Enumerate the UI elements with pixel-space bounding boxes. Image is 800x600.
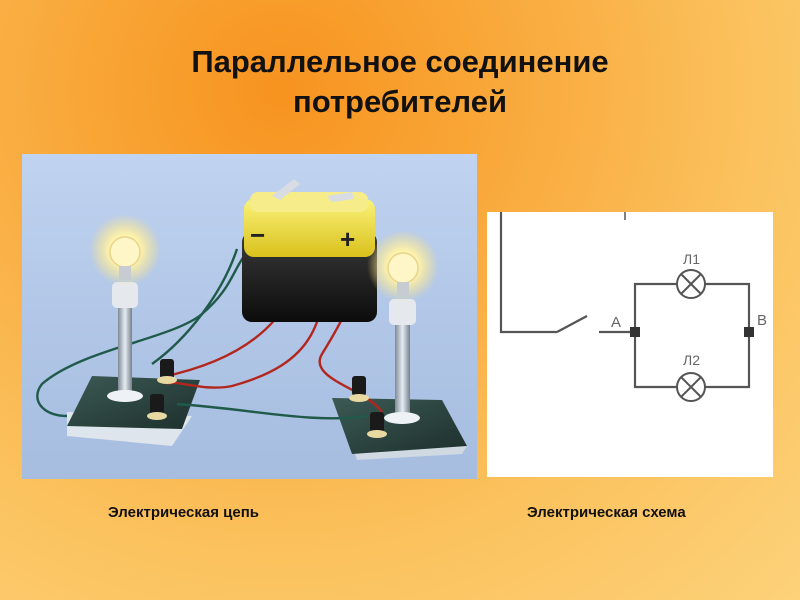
node-a-label: А xyxy=(611,314,621,331)
schematic-branch-bottom-right xyxy=(705,332,751,389)
lamp-1-label: Л1 xyxy=(683,251,700,267)
schematic-caption: Электрическая схема xyxy=(527,504,686,521)
schematic-drawing: А В Л1 Л2 xyxy=(499,212,767,402)
schematic-branch-top-right xyxy=(705,282,751,332)
schematic-branch-bottom-left xyxy=(633,332,677,389)
schematic-switch xyxy=(556,315,588,333)
battery-plus-label: + xyxy=(340,224,355,254)
schematic-branch-top-left xyxy=(633,282,677,332)
node-b-junction xyxy=(744,327,754,337)
schematic-feed-wire xyxy=(499,212,557,334)
left-lamp-base xyxy=(67,376,200,446)
right-lightbulb-icon xyxy=(387,252,419,284)
battery-minus-label: − xyxy=(250,220,265,250)
circuit-drawing: − + xyxy=(36,179,467,460)
right-lamp xyxy=(367,230,439,424)
lamp-2-symbol-icon xyxy=(676,372,706,402)
circuit-caption: Электрическая цепь xyxy=(108,504,260,521)
left-lamp xyxy=(89,214,161,402)
battery: − + xyxy=(242,179,377,322)
right-lamp-base xyxy=(332,398,467,460)
node-b-label: В xyxy=(757,312,767,329)
circuit-illustration: − + xyxy=(22,154,477,479)
lamp-2-label: Л2 xyxy=(683,352,700,368)
left-lightbulb-icon xyxy=(109,236,141,268)
lamp-1-symbol-icon xyxy=(676,269,706,299)
circuit-schematic: А В Л1 Л2 xyxy=(487,212,773,477)
title-line-1: Параллельное соединение xyxy=(191,44,609,79)
node-a-junction xyxy=(630,327,640,337)
title-line-2: потребителей xyxy=(292,84,508,119)
slide-title: Параллельное соединение потребителей xyxy=(0,42,800,122)
terminals xyxy=(147,359,387,438)
